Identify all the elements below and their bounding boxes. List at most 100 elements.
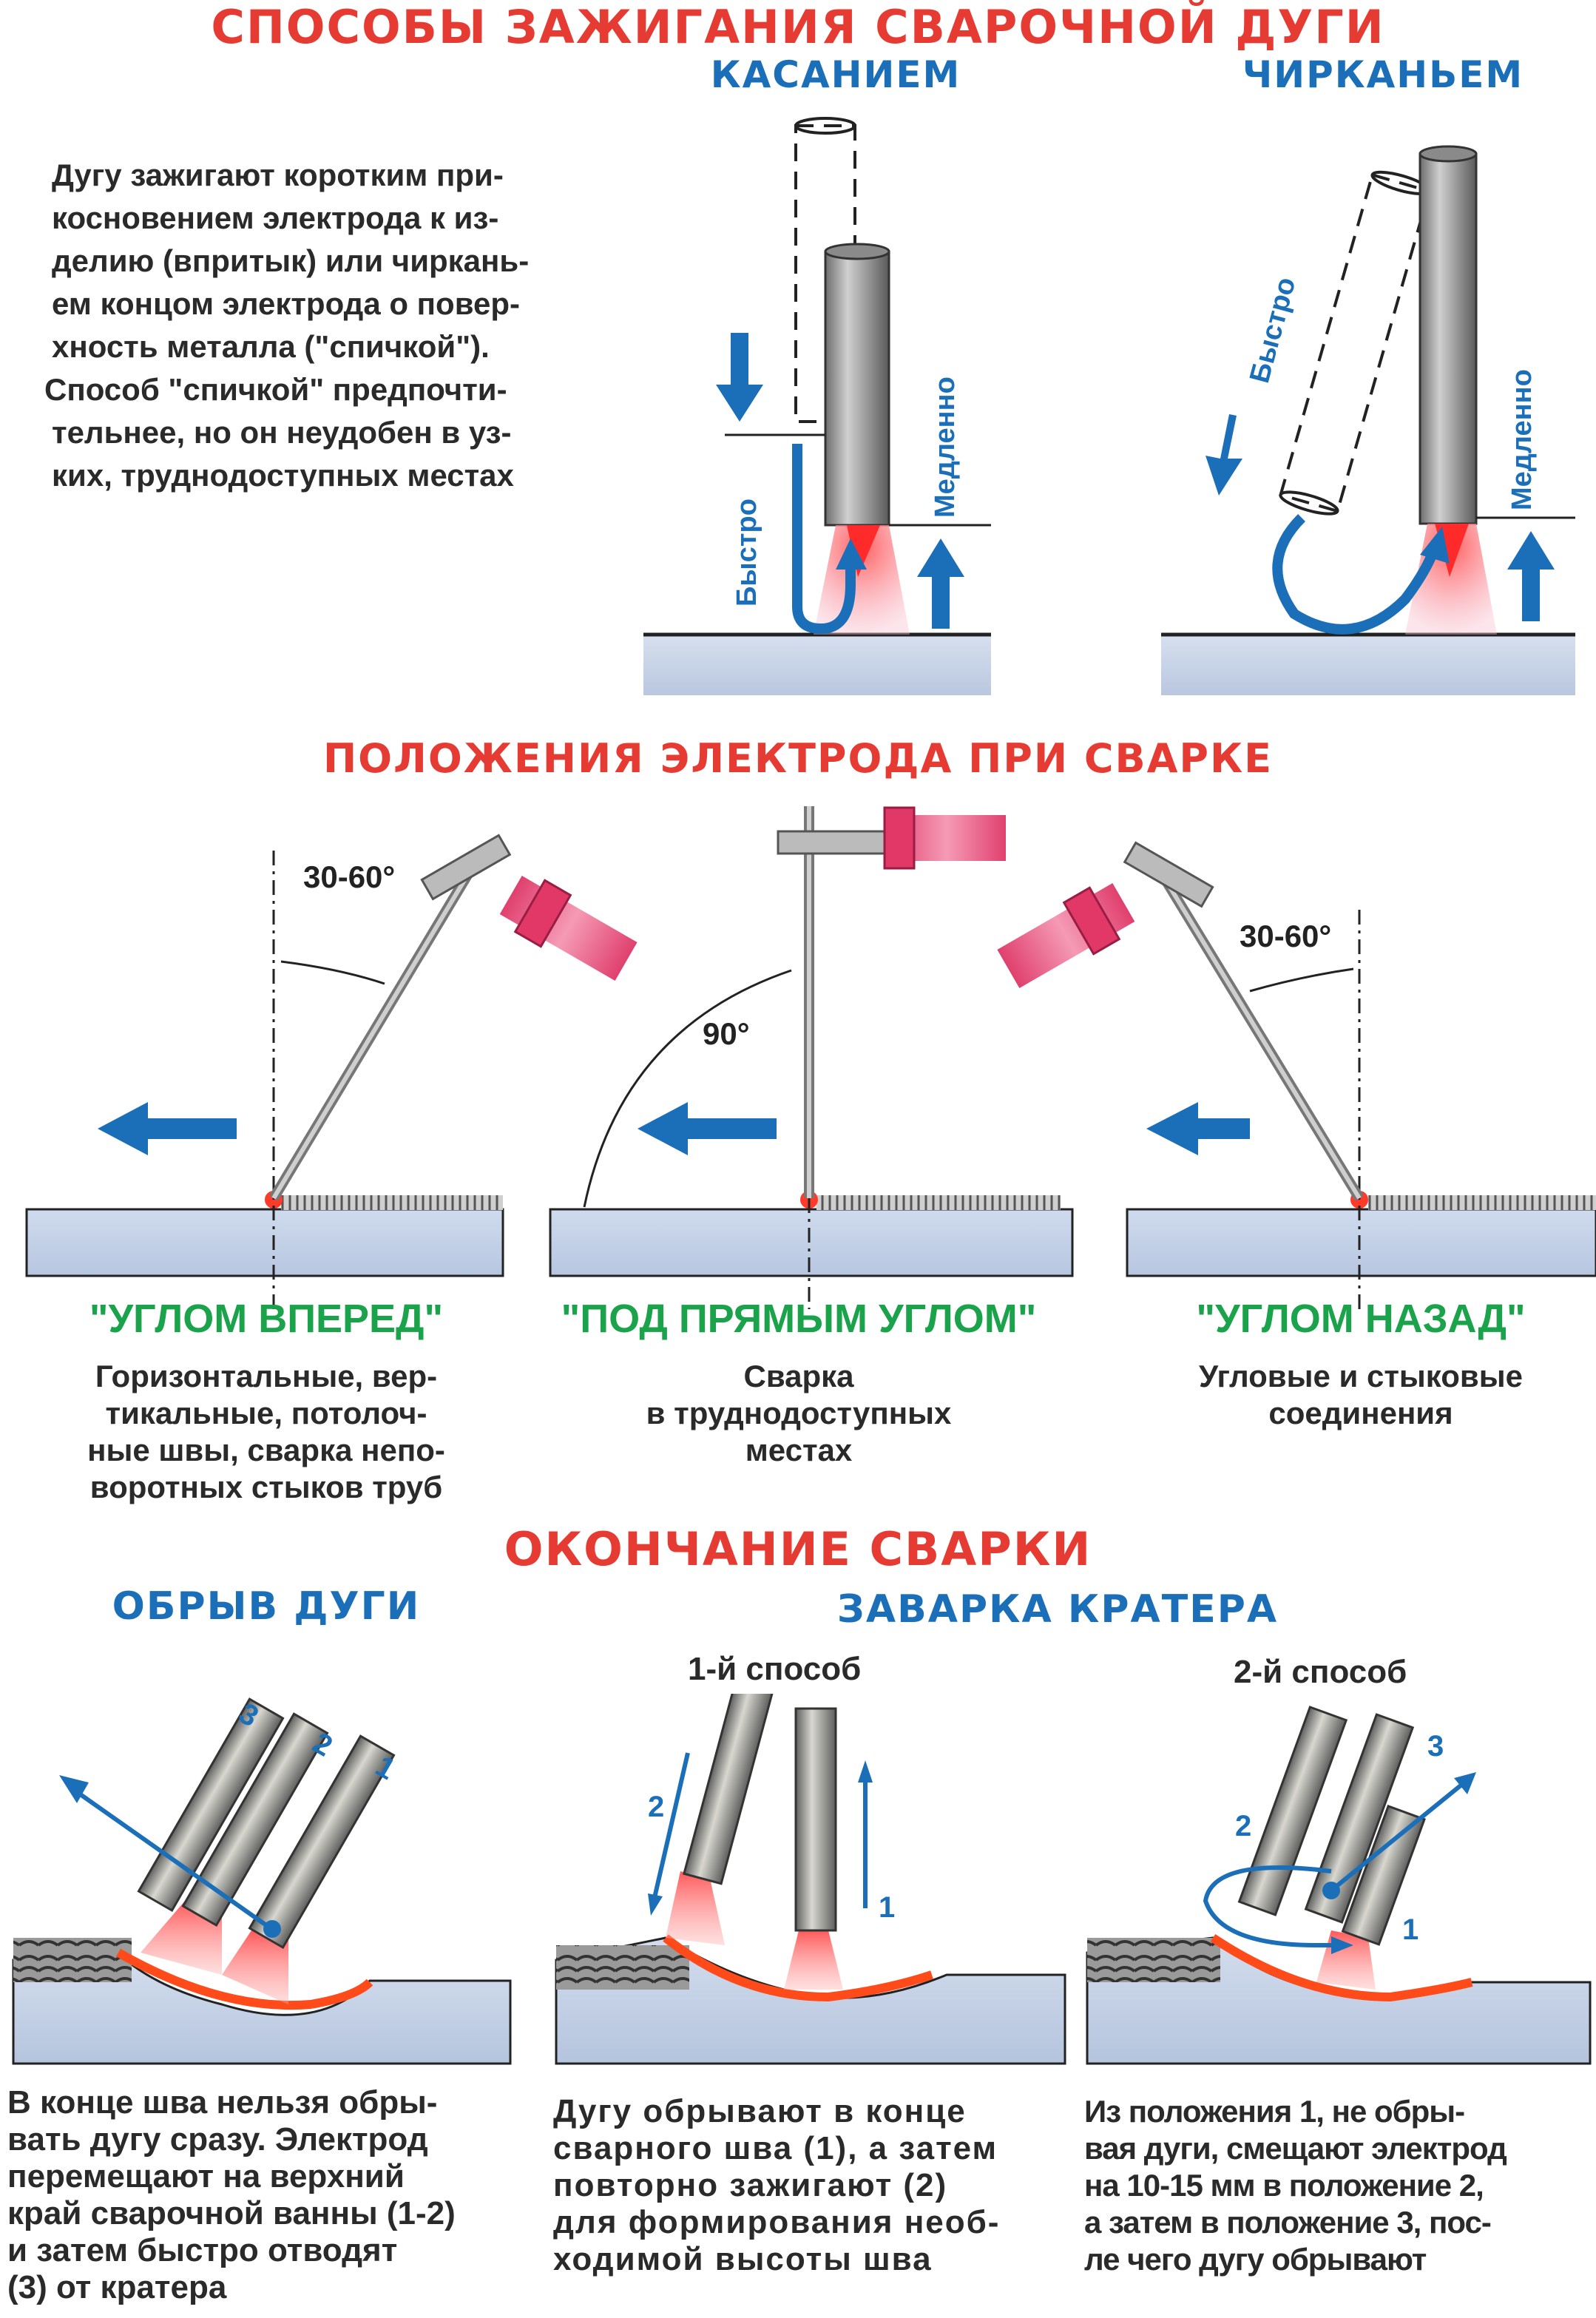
arc-glow bbox=[666, 1871, 725, 1945]
metal-plate bbox=[1161, 635, 1575, 695]
arc-glow bbox=[814, 525, 910, 635]
caption-line: тикальные, потолоч- bbox=[105, 1396, 427, 1430]
fast-label: Быстро bbox=[1244, 274, 1302, 386]
clamp bbox=[1123, 841, 1214, 908]
method2-label: 2-й способ bbox=[1234, 1654, 1407, 1690]
up-left-arrow-icon bbox=[59, 1775, 89, 1803]
down-arrow-icon bbox=[648, 1893, 663, 1916]
electrode-3 bbox=[1304, 1713, 1415, 1924]
crater-title: ЗАВАРКА КРАТЕРА bbox=[836, 1587, 1279, 1632]
caption-line: край сварочной ванны (1-2) bbox=[7, 2195, 456, 2231]
touch-title: КАСАНИЕМ bbox=[710, 53, 961, 96]
caption-line: для формирования необ- bbox=[553, 2204, 1001, 2240]
positions-diagrams: 30-60° 90° 30-60° bbox=[25, 806, 1596, 1309]
forward-angle-title: "УГЛОМ ВПЕРЕД" bbox=[89, 1297, 444, 1341]
position-marker bbox=[1322, 1882, 1340, 1899]
caption-line: соединения bbox=[1268, 1396, 1453, 1430]
weld-pool bbox=[116, 1948, 373, 2010]
loop-path bbox=[1203, 1865, 1339, 1947]
electrode bbox=[1419, 152, 1478, 525]
holder-collar bbox=[513, 879, 572, 948]
electrode bbox=[1159, 871, 1362, 1200]
electrode bbox=[271, 864, 476, 1200]
forward-angle-description: Горизонтальные, вер- тикальные, потолоч-… bbox=[30, 1358, 503, 1506]
metal-plate bbox=[1126, 1208, 1596, 1277]
caption-line: а затем в положение 3, пос- bbox=[1084, 2205, 1492, 2240]
electrode-2 bbox=[683, 1694, 777, 1885]
angle-arc bbox=[583, 969, 792, 1208]
caption-line: повторно зажигают (2) bbox=[553, 2167, 948, 2203]
caption-line: перемещают на верхний bbox=[7, 2158, 405, 2194]
electrode-1 bbox=[1341, 1805, 1426, 1946]
motion-path bbox=[792, 444, 856, 635]
electrode-dashed bbox=[1279, 172, 1431, 513]
slow-label: Медленно bbox=[930, 376, 961, 518]
arc-break-description: В конце шва нельзя обры- вать дугу сразу… bbox=[7, 2084, 525, 2306]
angle-label: 30-60° bbox=[303, 859, 395, 894]
motion-path bbox=[1272, 514, 1440, 635]
electrode-3 bbox=[137, 1697, 285, 1913]
up-arrow-icon bbox=[858, 1760, 873, 1783]
holder-collar bbox=[883, 806, 916, 870]
position-number: 2 bbox=[648, 1791, 664, 1823]
position-number: 2 bbox=[1235, 1810, 1251, 1842]
caption-line: вая дуги, смещают электрод bbox=[1084, 2131, 1507, 2166]
angle-label: 90° bbox=[703, 1016, 750, 1051]
back-angle-title: "УГЛОМ НАЗАД" bbox=[1196, 1297, 1526, 1341]
hook-arrow-icon bbox=[836, 538, 867, 570]
clamp bbox=[777, 830, 898, 855]
weld-bead bbox=[816, 1195, 1061, 1210]
caption-line: в труднодоступных bbox=[646, 1396, 952, 1430]
left-arrow-icon bbox=[638, 1102, 777, 1155]
ignition-line: Дугу зажигают коротким при- bbox=[52, 158, 504, 192]
caption-line: и затем быстро отводят bbox=[7, 2232, 398, 2268]
electrode bbox=[824, 250, 890, 527]
down-arrow-icon bbox=[716, 333, 763, 422]
electrode-1 bbox=[248, 1734, 396, 1950]
up-right-arrow-icon bbox=[1454, 1772, 1476, 1794]
caption-line: ле чего дугу обрывают bbox=[1084, 2242, 1427, 2277]
ending-title: ОКОНЧАНИЕ СВАРКИ bbox=[504, 1522, 1092, 1576]
caption-line: Горизонтальные, вер- bbox=[95, 1359, 438, 1393]
caption-line: Из положения 1, не обры- bbox=[1084, 2094, 1465, 2129]
position-number: 1 bbox=[1402, 1913, 1419, 1946]
caption-line: (3) от кратера bbox=[7, 2269, 227, 2305]
ending-diagrams: 3 2 1 2 1 2 3 1 bbox=[12, 1694, 1592, 2065]
retract-path bbox=[1330, 1780, 1466, 1893]
caption-line: на 10-15 мм в положение 2, bbox=[1084, 2168, 1484, 2203]
ignition-line: хность металла ("спичкой"). bbox=[52, 329, 490, 364]
ignition-line: ких, труднодоступных местах bbox=[52, 458, 514, 493]
weld-bead bbox=[1087, 1938, 1220, 1982]
electrode-2 bbox=[181, 1712, 329, 1927]
ignition-line: ем концом электрода о повер- bbox=[52, 286, 520, 321]
ignition-line: Способ "спичкой" предпочти- bbox=[44, 372, 507, 407]
electrode-1 bbox=[794, 1707, 837, 1932]
angle-arc bbox=[1249, 967, 1354, 993]
method2-description: Из положения 1, не обры- вая дуги, смеща… bbox=[1084, 2093, 1595, 2278]
reignite-path bbox=[652, 1752, 690, 1902]
caption-line: вать дугу сразу. Электрод bbox=[7, 2121, 428, 2158]
down-arrow-icon bbox=[1206, 414, 1242, 496]
electrode-dashed-tip bbox=[1279, 490, 1339, 516]
caption-line: Сварка bbox=[743, 1359, 854, 1393]
ignition-diagrams: Быстро Медленно Быстро Медленно bbox=[643, 117, 1575, 695]
position-marker bbox=[263, 1920, 281, 1938]
electrode-dashed-top bbox=[794, 117, 856, 135]
method1-description: Дугу обрывают в конце сварного шва (1), … bbox=[553, 2093, 1071, 2278]
holder-collar bbox=[1062, 886, 1121, 956]
electrode-top bbox=[1419, 145, 1478, 163]
position-number: 1 bbox=[879, 1891, 895, 1924]
weld-bead bbox=[13, 1938, 132, 1982]
strike-title: ЧИРКАНЬЕМ bbox=[1242, 53, 1524, 96]
positions-title: ПОЛОЖЕНИЯ ЭЛЕКТРОДА ПРИ СВАРКЕ bbox=[322, 735, 1274, 782]
ignition-line: делию (впритык) или чиркань- bbox=[52, 243, 530, 278]
angle-arc bbox=[280, 960, 385, 985]
back-angle-description: Угловые и стыковые соединения bbox=[1124, 1358, 1596, 1432]
method1-label: 1-й способ bbox=[688, 1651, 862, 1687]
left-arrow-icon bbox=[1146, 1102, 1250, 1155]
arc-glow bbox=[784, 1930, 843, 1990]
weld-pool bbox=[663, 1934, 933, 2002]
loop-arrow-icon bbox=[1331, 1936, 1353, 1954]
angle-label: 30-60° bbox=[1240, 919, 1331, 953]
arc-glow bbox=[222, 1930, 288, 2004]
